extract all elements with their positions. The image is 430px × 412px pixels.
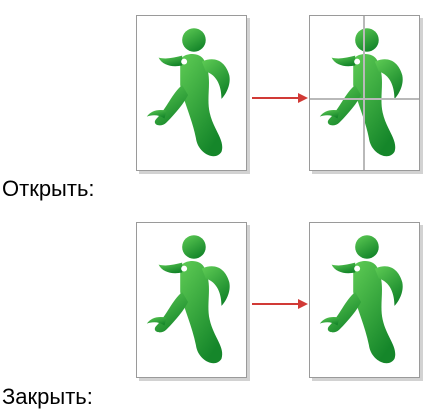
tile-divider-vertical	[363, 16, 365, 170]
green-dancing-figure-icon	[319, 235, 403, 364]
result-page-close	[309, 222, 420, 378]
red-arrow-icon	[252, 93, 308, 103]
source-page-close	[136, 222, 247, 378]
green-dancing-figure-icon	[146, 235, 230, 364]
green-dancing-figure-icon	[146, 28, 230, 157]
source-page-open	[136, 15, 247, 171]
result-page-open-tiled	[309, 15, 420, 171]
close-label: Закрыть:	[2, 384, 93, 409]
open-label: Открыть:	[2, 176, 95, 201]
red-arrow-icon	[252, 299, 308, 309]
tile-divider-horizontal	[310, 98, 419, 100]
